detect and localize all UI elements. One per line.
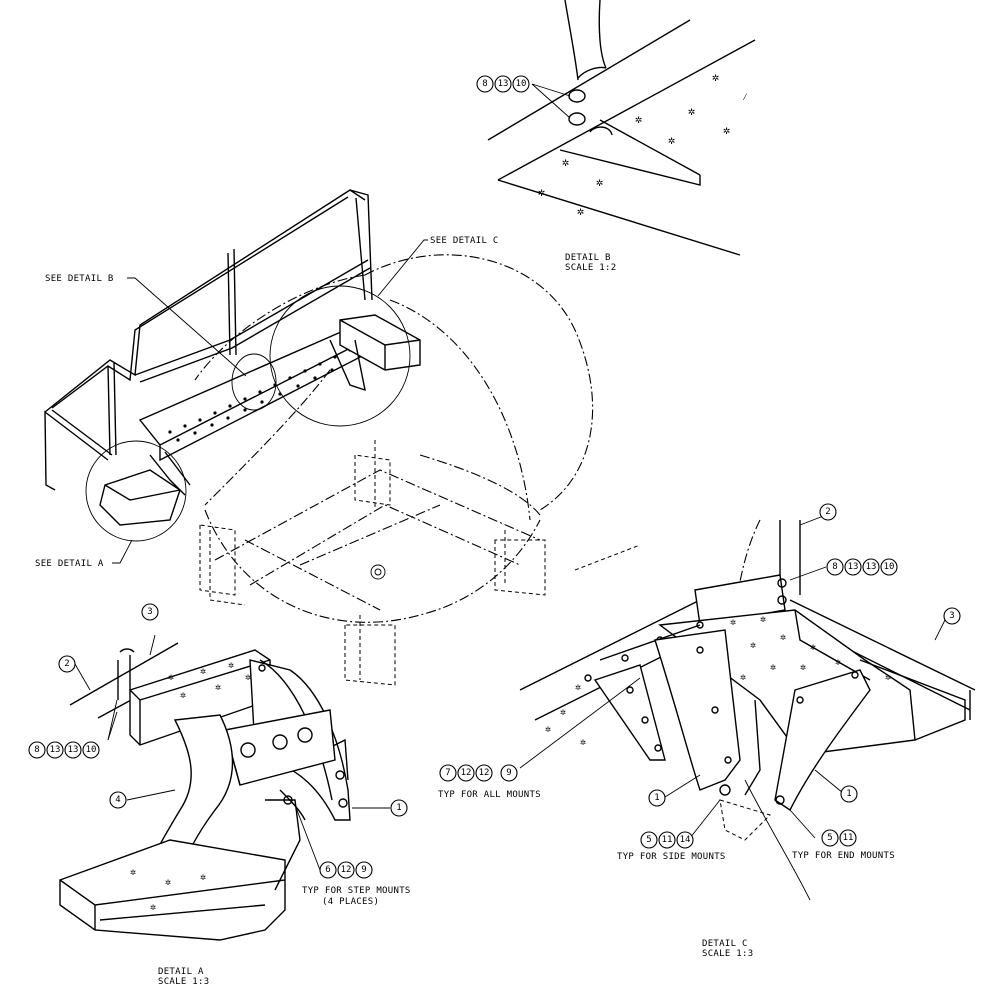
bubble-10: 10 — [884, 562, 895, 572]
step-mounts-qty: (4 PLACES) — [322, 897, 379, 907]
bubble-13: 13 — [498, 79, 509, 89]
bubble-13: 13 — [50, 745, 61, 755]
svg-text:✲: ✲ — [668, 133, 675, 147]
step-mounts-note: TYP FOR STEP MOUNTS — [302, 886, 411, 896]
bubble-4: 4 — [115, 795, 120, 805]
end-mounts-note: TYP FOR END MOUNTS — [792, 851, 895, 861]
bubble-7: 7 — [445, 768, 450, 778]
bubble-5: 5 — [646, 835, 651, 845]
svg-text:✲: ✲ — [885, 672, 891, 683]
detail-b-title: DETAIL B — [565, 253, 611, 263]
svg-text:✲: ✲ — [730, 617, 736, 628]
bubble-8: 8 — [482, 79, 487, 89]
main-assembly-view: SEE DETAIL B SEE DETAIL C SEE DETAIL A — [35, 189, 641, 686]
svg-text:✲: ✲ — [180, 690, 186, 701]
detail-c-bubbles: 2 8 13 13 10 3 7 12 12 9 1 1 5 11 14 5 1… — [439, 503, 961, 849]
bubble-1: 1 — [654, 793, 659, 803]
bubble-11: 11 — [843, 833, 854, 843]
svg-text:✲: ✲ — [200, 666, 206, 677]
bubble-13: 13 — [866, 562, 877, 572]
bubble-5: 5 — [827, 833, 832, 843]
svg-text:✲: ✲ — [228, 660, 234, 671]
svg-text:⁄: ⁄ — [742, 92, 748, 103]
bubble-3: 3 — [949, 611, 954, 621]
svg-text:✲: ✲ — [780, 632, 786, 643]
detail-c-view: ✲✲ ✲✲ ✲✲ ✲✲ ✲✲ ✲✲ ✲✲ ✲✲ — [438, 503, 976, 959]
detail-b-bubbles: 8 13 10 — [476, 75, 530, 93]
bubble-10: 10 — [516, 79, 527, 89]
bubble-2: 2 — [825, 507, 830, 517]
svg-text:✲: ✲ — [580, 737, 586, 748]
detail-c-scale: SCALE 1:3 — [702, 949, 753, 959]
bubble-13: 13 — [848, 562, 859, 572]
bubble-8: 8 — [34, 745, 39, 755]
svg-text:✲: ✲ — [150, 902, 156, 913]
svg-text:✲: ✲ — [168, 672, 174, 683]
svg-text:✲: ✲ — [545, 724, 551, 735]
bubble-12: 12 — [479, 768, 490, 778]
svg-text:✲: ✲ — [760, 614, 766, 625]
svg-text:✲: ✲ — [810, 642, 816, 653]
bubble-9: 9 — [361, 865, 366, 875]
all-mounts-note: TYP FOR ALL MOUNTS — [438, 790, 541, 800]
bubble-14: 14 — [680, 835, 691, 845]
detail-a-bubbles: 3 2 8 13 13 10 4 1 6 12 9 — [28, 603, 408, 879]
see-detail-c-label: SEE DETAIL C — [430, 236, 499, 246]
bubble-1: 1 — [846, 789, 851, 799]
svg-text:✲: ✲ — [200, 872, 206, 883]
svg-text:✲: ✲ — [245, 672, 251, 683]
svg-text:✲: ✲ — [165, 877, 171, 888]
bubble-11: 11 — [662, 835, 673, 845]
detail-b-scale: SCALE 1:2 — [565, 263, 616, 273]
svg-text:✲: ✲ — [723, 123, 730, 137]
see-detail-b-label: SEE DETAIL B — [45, 274, 114, 284]
bubble-6: 6 — [325, 865, 330, 875]
side-mounts-note: TYP FOR SIDE MOUNTS — [617, 852, 726, 862]
svg-text:✲: ✲ — [688, 104, 695, 118]
svg-text:✲: ✲ — [740, 672, 746, 683]
svg-text:✲: ✲ — [750, 640, 756, 651]
bubble-12: 12 — [461, 768, 472, 778]
detail-a-title: DETAIL A — [158, 967, 204, 977]
svg-text:✲: ✲ — [835, 657, 841, 668]
svg-text:✲: ✲ — [635, 112, 642, 126]
bubble-12: 12 — [341, 865, 352, 875]
detail-b-view: ✲ ✲ ✲ ✲ ✲ ✲ ✲ ✲ ✲ ⁄ 8 13 10 DETAIL B SCALE 1:… — [476, 0, 756, 273]
svg-text:✲: ✲ — [575, 682, 581, 693]
svg-text:✲: ✲ — [577, 204, 584, 218]
bubble-13: 13 — [68, 745, 79, 755]
see-detail-a-label: SEE DETAIL A — [35, 559, 104, 569]
svg-text:✲: ✲ — [770, 662, 776, 673]
svg-text:✲: ✲ — [538, 185, 545, 199]
detail-a-scale: SCALE 1:3 — [158, 977, 209, 987]
detail-a-view: ✲✲ ✲✲ ✲✲ ✲✲ ✲✲ ✲✲ — [28, 603, 411, 987]
bubble-10: 10 — [86, 745, 97, 755]
bubble-8: 8 — [832, 562, 837, 572]
svg-text:✲: ✲ — [215, 682, 221, 693]
detail-c-title: DETAIL C — [702, 939, 748, 949]
svg-text:✲: ✲ — [562, 155, 569, 169]
bubble-1: 1 — [396, 803, 401, 813]
svg-text:✲: ✲ — [560, 707, 566, 718]
bubble-9: 9 — [506, 768, 511, 778]
bubble-2: 2 — [64, 659, 69, 669]
svg-text:✲: ✲ — [130, 867, 136, 878]
svg-text:✲: ✲ — [800, 662, 806, 673]
svg-text:✲: ✲ — [712, 70, 719, 84]
svg-text:✲: ✲ — [596, 175, 603, 189]
bubble-3: 3 — [147, 607, 152, 617]
